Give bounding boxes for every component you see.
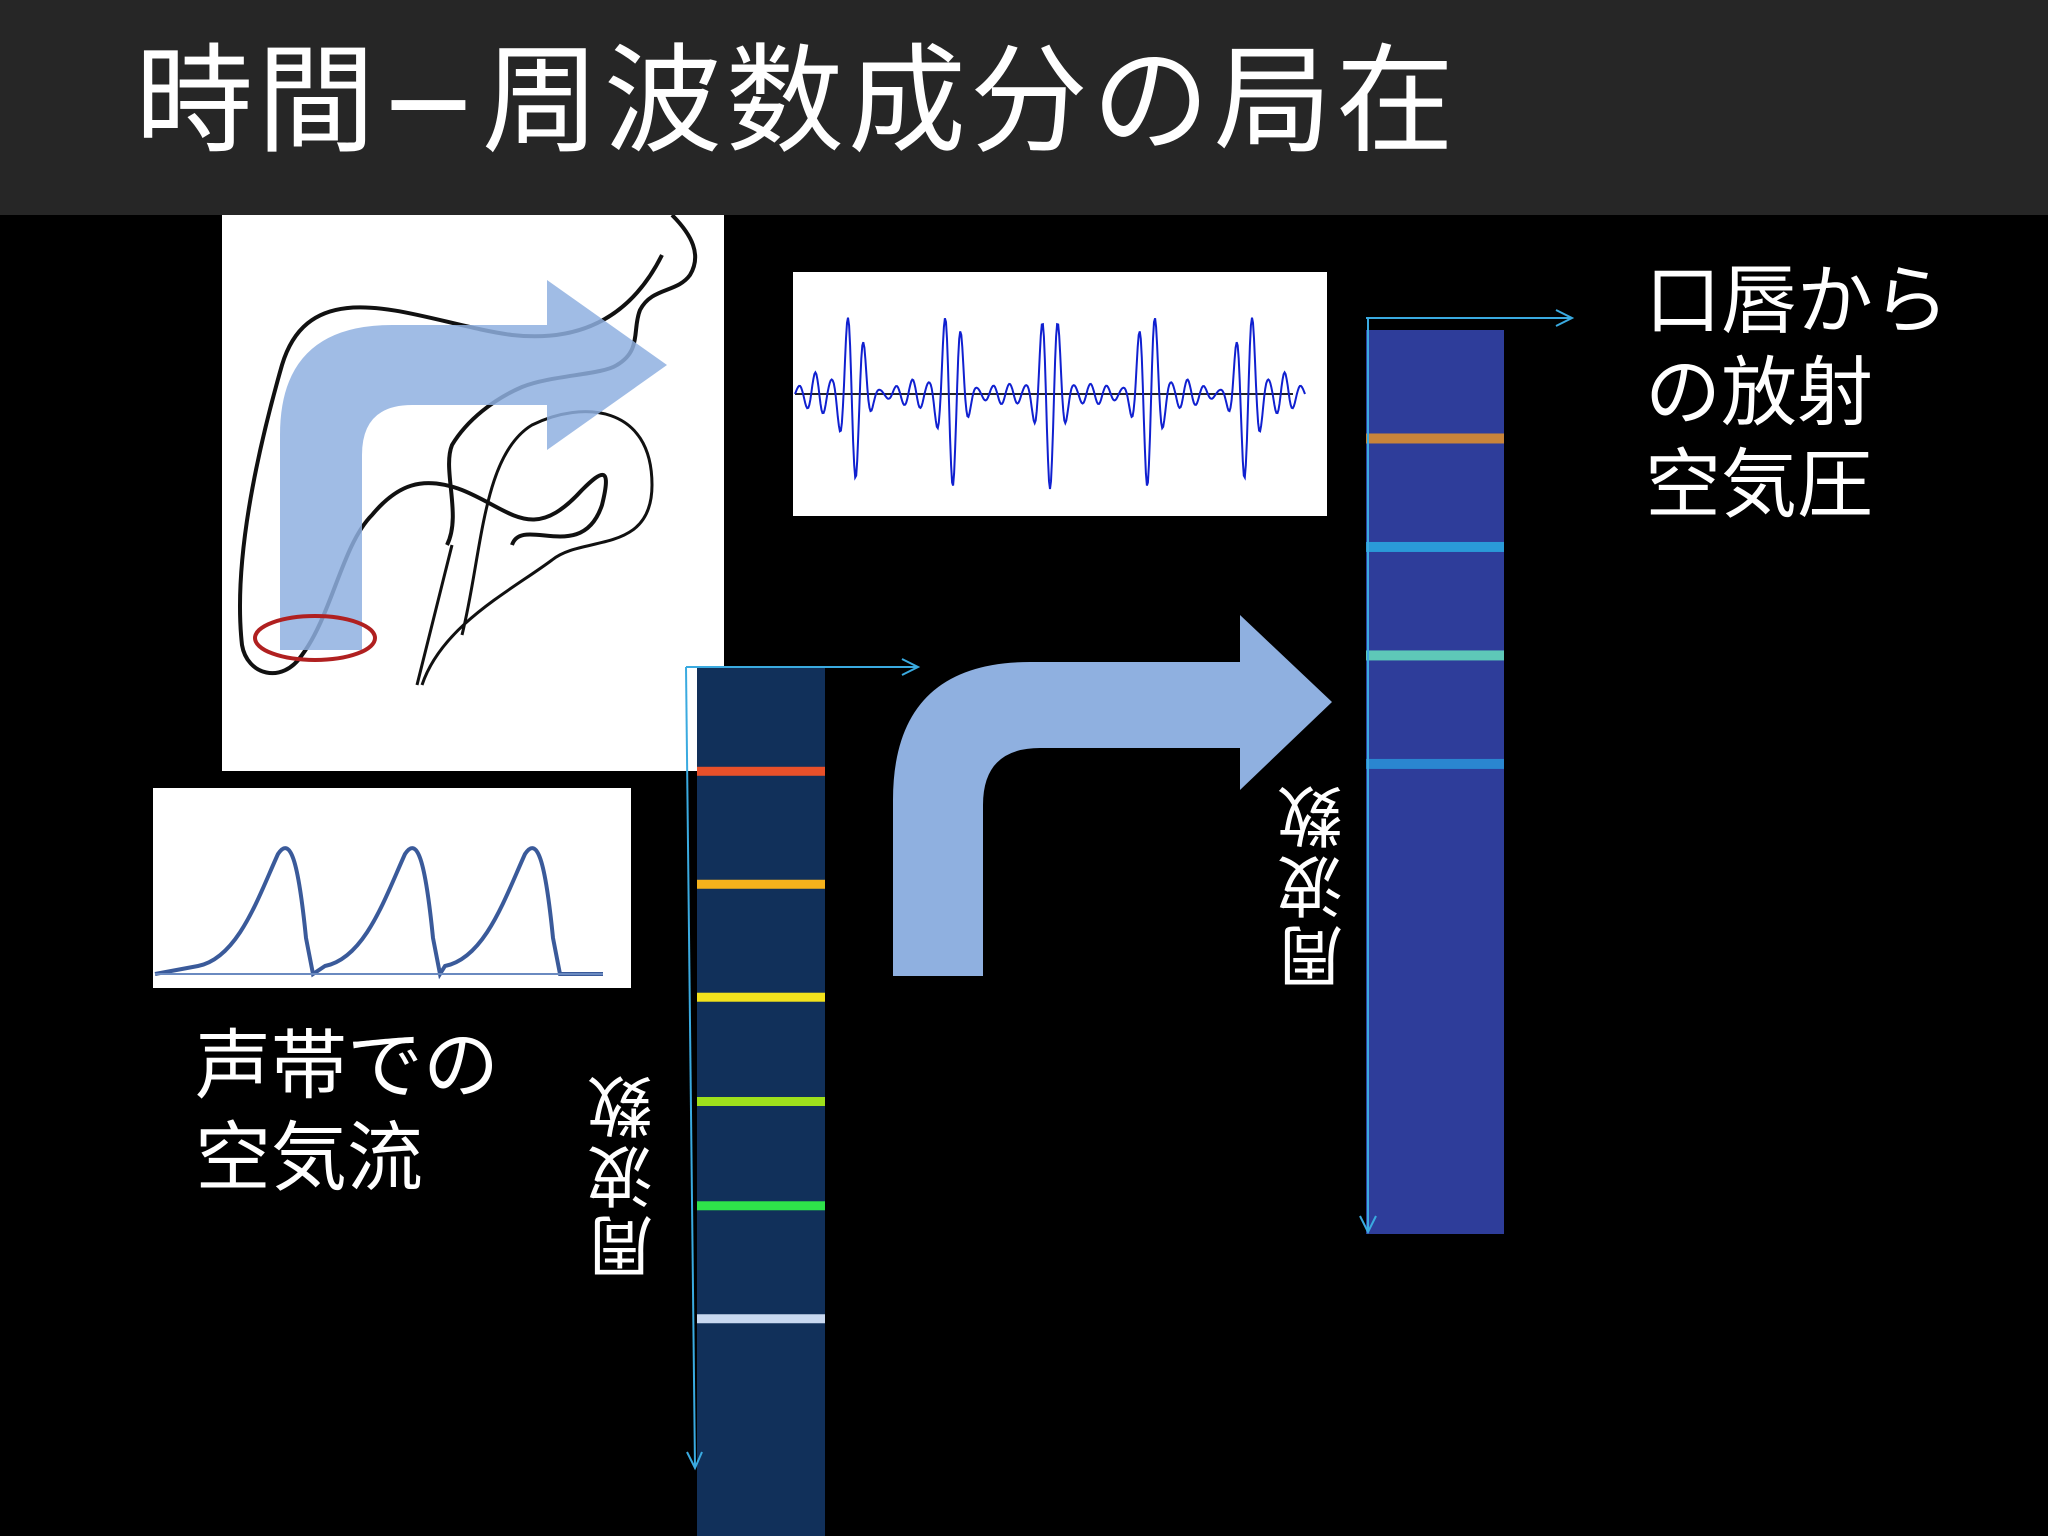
src-band-4 [697,1097,825,1106]
output-spectrum-bands [1366,433,1504,769]
src-band-5 [697,1201,825,1211]
source-frequency-axis [685,666,696,1469]
output-time-axis-arrowhead [1555,309,1575,327]
glottal-flow-panel [153,788,631,988]
vocal-tract-drawing [238,215,698,686]
throat-line [415,544,454,686]
lip-radiation-caption: 口唇から の放射 空気圧 [1645,255,1949,531]
source-spectrum-bands [697,766,825,1324]
lip-radiation-caption-line-3: 空気圧 [1645,440,1873,529]
output-frequency-axis-arrowhead [1359,1215,1377,1235]
radiated-waveform-line [794,317,1306,490]
title-bar [0,0,2048,215]
glottal-flow-caption-line-1: 声帯での [195,1021,499,1110]
src-band-3 [697,992,825,1002]
src-band-6 [697,1314,825,1324]
radiated-waveform-panel [793,272,1327,516]
src-band-2 [697,879,825,889]
source-frequency-axis-arrowhead [686,1451,703,1471]
vocal-tract-illustration [222,215,724,771]
glottal-flow-wave [154,846,603,980]
vocal-tract-inner-line [420,410,654,686]
out-band-4 [1366,758,1504,769]
glottis-highlight-ellipse [253,614,377,662]
radiated-waveform-plot [794,317,1306,490]
glottal-flow-caption-line-2: 空気流 [195,1113,423,1202]
lip-radiation-caption-line-2: の放射 [1645,348,1873,437]
lip-radiation-caption-line-1: 口唇から [1645,256,1949,345]
src-band-1 [697,766,825,776]
glottal-flow-plot [154,846,603,980]
out-band-1 [1366,433,1504,444]
transfer-arrow [893,615,1332,976]
head-outline-line [238,254,664,675]
out-band-3 [1366,650,1504,661]
slide-title: 時間−周波数成分の局在 [135,32,1458,170]
glottal-flow-caption: 声帯での 空気流 [195,1020,499,1204]
out-band-2 [1366,541,1504,552]
output-spectrum-strip [1366,330,1504,1234]
source-time-axis-arrowhead [901,658,921,676]
airflow-arrow [280,280,667,650]
